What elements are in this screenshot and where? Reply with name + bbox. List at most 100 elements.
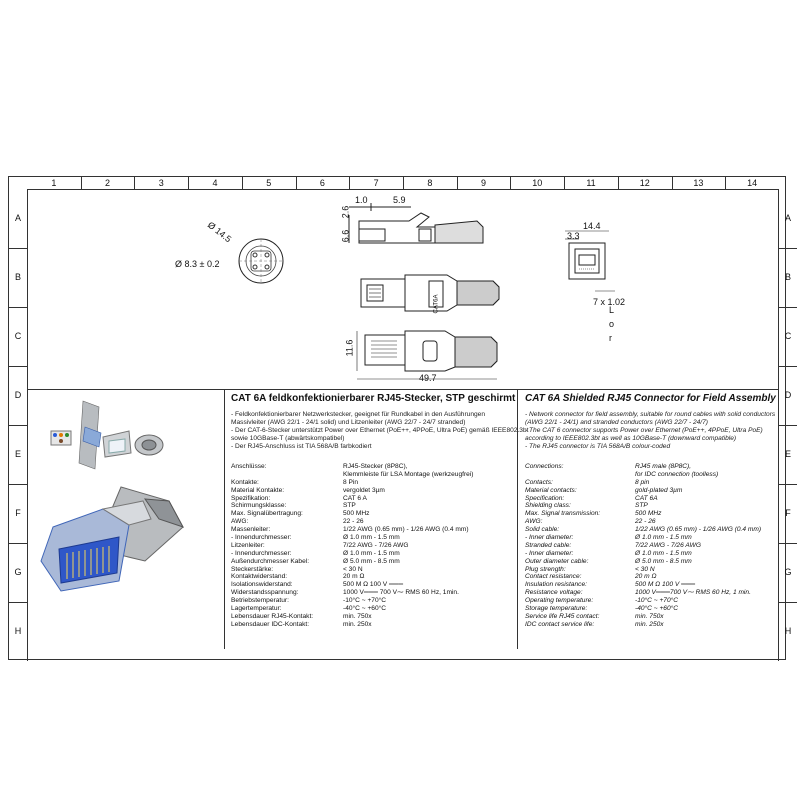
spec-label: Material Kontakte: bbox=[231, 486, 285, 494]
spec-row: Klemmleiste für LSA Montage (werkzeugfre… bbox=[231, 471, 511, 479]
dim-right-bottom: 7 x 1.02 bbox=[593, 297, 626, 307]
section-divider bbox=[27, 389, 779, 390]
row-letter: A bbox=[784, 212, 791, 223]
row-tick bbox=[779, 248, 797, 249]
row-letter: C bbox=[14, 330, 22, 341]
row-letter: C bbox=[784, 330, 792, 341]
spec-label: Lebensdauer RJ45-Kontakt: bbox=[231, 612, 314, 620]
bullet-line: - Der RJ45-Anschluss ist TIA 568A/B farb… bbox=[231, 443, 372, 450]
spec-value: 1000 V═══ 700 V⁓ RMS 60 Hz, 1min. bbox=[343, 589, 459, 597]
spec-value: Ø 1.0 mm - 1.5 mm bbox=[635, 549, 692, 557]
spec-label: Material contacts: bbox=[525, 486, 577, 494]
bullet-line: sowie 10GBase-T (abwärtskompatibel) bbox=[231, 435, 345, 442]
spec-value: vergoldet 3µm bbox=[343, 486, 385, 494]
row-letter: H bbox=[784, 625, 792, 636]
dim-height: 11.6 bbox=[344, 339, 355, 357]
column-tick bbox=[241, 177, 243, 189]
row-tick bbox=[9, 602, 27, 603]
spec-row: Shielding class:STP bbox=[525, 502, 775, 510]
spec-value: 500 M Ω 100 V ═══ bbox=[343, 581, 403, 589]
row-letter: F bbox=[785, 507, 791, 518]
spec-value: min. 250x bbox=[343, 620, 372, 628]
column-number: 8 bbox=[427, 178, 433, 188]
spec-value: 1/22 AWG (0.65 mm) - 1/26 AWG (0.4 mm) bbox=[635, 526, 762, 534]
spec-row: Kontaktwiderstand:20 m Ω bbox=[231, 573, 511, 581]
spec-label: Stranded cable: bbox=[525, 541, 572, 549]
spec-value: < 30 N bbox=[635, 565, 655, 573]
spec-value: 1/22 AWG (0.65 mm) - 1/26 AWG (0.4 mm) bbox=[343, 526, 469, 534]
spec-table-english: Connections:RJ45 male (8P8C),for IDC con… bbox=[525, 463, 775, 629]
column-number: 12 bbox=[639, 178, 650, 188]
bottom-view-drawing bbox=[356, 330, 498, 380]
spec-row: Specification:CAT 6A bbox=[525, 495, 775, 503]
column-tick bbox=[456, 177, 458, 189]
column-tick bbox=[725, 177, 727, 189]
spec-row: Anschlüsse:RJ45-Stecker (8P8C), bbox=[231, 463, 511, 471]
spec-label: - Inner diameter: bbox=[525, 534, 574, 542]
spec-label: Spezifikation: bbox=[231, 494, 271, 502]
row-letter: G bbox=[14, 566, 22, 577]
spec-table-german: Anschlüsse:RJ45-Stecker (8P8C),Klemmleis… bbox=[231, 463, 511, 629]
spec-label: - Innendurchmesser: bbox=[231, 534, 292, 542]
row-letter: E bbox=[784, 448, 791, 459]
spec-row: Insulation resistance:500 M Ω 100 V ═══ bbox=[525, 581, 775, 589]
row-tick bbox=[779, 543, 797, 544]
spec-label: Lagertemperatur: bbox=[231, 605, 282, 613]
spec-row: Contact resistance:20 m Ω bbox=[525, 573, 775, 581]
spec-value: min. 250x bbox=[635, 620, 664, 628]
spec-row: Betriebstemperatur: -10°C ~ +70°C bbox=[231, 597, 511, 605]
spec-row: Solid cable:1/22 AWG (0.65 mm) - 1/26 AW… bbox=[525, 526, 775, 534]
spec-row: Außendurchmesser Kabel:Ø 5.0 mm - 8.5 mm bbox=[231, 558, 511, 566]
dim-letter-o: o bbox=[609, 319, 615, 329]
row-letter: B bbox=[14, 271, 21, 282]
spec-value: RJ45-Stecker (8P8C), bbox=[343, 463, 408, 470]
spec-label: Outer diameter cable: bbox=[525, 557, 589, 565]
spec-value: 500 M Ω 100 V ═══ bbox=[635, 581, 696, 589]
bullets-english: - Network connector for field assembly, … bbox=[525, 411, 775, 451]
spec-label: Contact resistance: bbox=[525, 573, 582, 581]
column-tick bbox=[617, 177, 619, 189]
front-view-drawing bbox=[238, 238, 284, 284]
spec-row: AWG:22 - 26 bbox=[231, 518, 511, 526]
row-tick bbox=[779, 602, 797, 603]
spec-label: - Innendurchmesser: bbox=[231, 549, 292, 557]
spec-row: Lebensdauer RJ45-Kontakt:min. 750x bbox=[231, 613, 511, 621]
column-tick bbox=[188, 177, 190, 189]
title-german: CAT 6A feldkonfektionierbarer RJ45-Steck… bbox=[231, 393, 516, 404]
spec-row: Operating temperature:-10°C ~ +70°C bbox=[525, 597, 775, 605]
spec-value: 20 m Ω bbox=[343, 573, 365, 581]
top-view-drawing bbox=[360, 274, 500, 312]
spec-value: -40°C ~ +60°C bbox=[635, 605, 679, 613]
bullet-line: - Network connector for field assembly, … bbox=[525, 411, 776, 418]
row-letter: G bbox=[784, 566, 792, 577]
column-number: 13 bbox=[693, 178, 704, 188]
spec-row: - Innendurchmesser:Ø 1.0 mm - 1.5 mm bbox=[231, 550, 511, 558]
product-exploded-illustration bbox=[50, 400, 164, 470]
spec-value: STP bbox=[635, 502, 648, 510]
dim-letter-l: L bbox=[609, 305, 615, 315]
spec-value: 8 pin bbox=[635, 478, 650, 486]
dim-side-2: 6.6 bbox=[340, 229, 351, 243]
spec-row: IDC contact service life:min. 250x bbox=[525, 621, 775, 629]
spec-row: AWG:22 - 26 bbox=[525, 518, 775, 526]
column-divider-left bbox=[224, 389, 225, 649]
spec-value: 7/22 AWG - 7/26 AWG bbox=[635, 541, 701, 549]
column-tick bbox=[134, 177, 136, 189]
spec-label: Widerstandsspannung: bbox=[231, 589, 299, 597]
spec-label: Max. Signalübertragung: bbox=[231, 510, 303, 518]
column-tick bbox=[403, 177, 404, 189]
spec-row: Max. Signalübertragung:500 MHz bbox=[231, 510, 511, 518]
bullet-line: - Feldkonfektionierbarer Netzwerkstecker… bbox=[231, 411, 486, 418]
spec-row: Spezifikation: CAT 6 A bbox=[231, 495, 511, 503]
spec-value: CAT 6 A bbox=[343, 494, 367, 502]
spec-row: Service life RJ45 contact:min. 750x bbox=[525, 613, 775, 621]
title-english: CAT 6A Shielded RJ45 Connector for Field… bbox=[525, 393, 776, 404]
row-letter: F bbox=[15, 507, 21, 518]
spec-row: Connections:RJ45 male (8P8C), bbox=[525, 463, 775, 471]
spec-value: -10°C ~ +70°C bbox=[343, 597, 387, 605]
spec-row: Storage temperature:-40°C ~ +60°C bbox=[525, 605, 775, 613]
spec-label: Betriebstemperatur: bbox=[231, 597, 289, 605]
spec-value: gold-plated 3µm bbox=[635, 486, 683, 494]
